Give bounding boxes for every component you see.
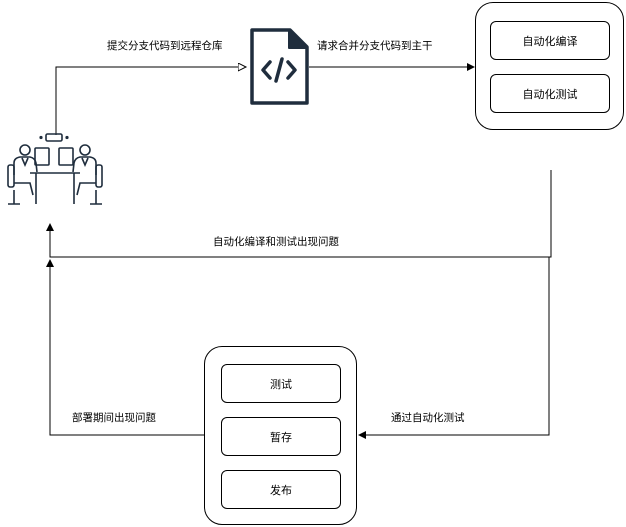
ci-container[interactable]: 自动化编译 自动化测试 <box>475 2 624 130</box>
edge-label-push: 提交分支代码到远程仓库 <box>107 40 223 52</box>
edge-label-ci-fail: 自动化编译和测试出现问题 <box>213 236 339 248</box>
edge-push <box>55 67 246 135</box>
code-file-icon <box>250 28 309 105</box>
edge-label-merge: 请求合并分支代码到主干 <box>317 40 433 52</box>
edge-deploy-fail <box>46 259 204 436</box>
deploy-step-release[interactable]: 发布 <box>221 470 341 509</box>
deploy-container[interactable]: 测试 暂存 发布 <box>204 346 357 525</box>
edge-ci-fail <box>46 170 552 258</box>
developers-team-icon <box>7 133 103 205</box>
deploy-step-staging[interactable]: 暂存 <box>221 417 341 456</box>
ci-step-test[interactable]: 自动化测试 <box>490 74 610 113</box>
edge-label-ci-pass: 通过自动化测试 <box>391 412 465 424</box>
ci-step-compile[interactable]: 自动化编译 <box>490 21 610 60</box>
edge-label-deploy-fail: 部署期间出现问题 <box>72 412 156 424</box>
edge-ci-pass <box>358 257 550 439</box>
deploy-step-test[interactable]: 测试 <box>221 364 341 403</box>
